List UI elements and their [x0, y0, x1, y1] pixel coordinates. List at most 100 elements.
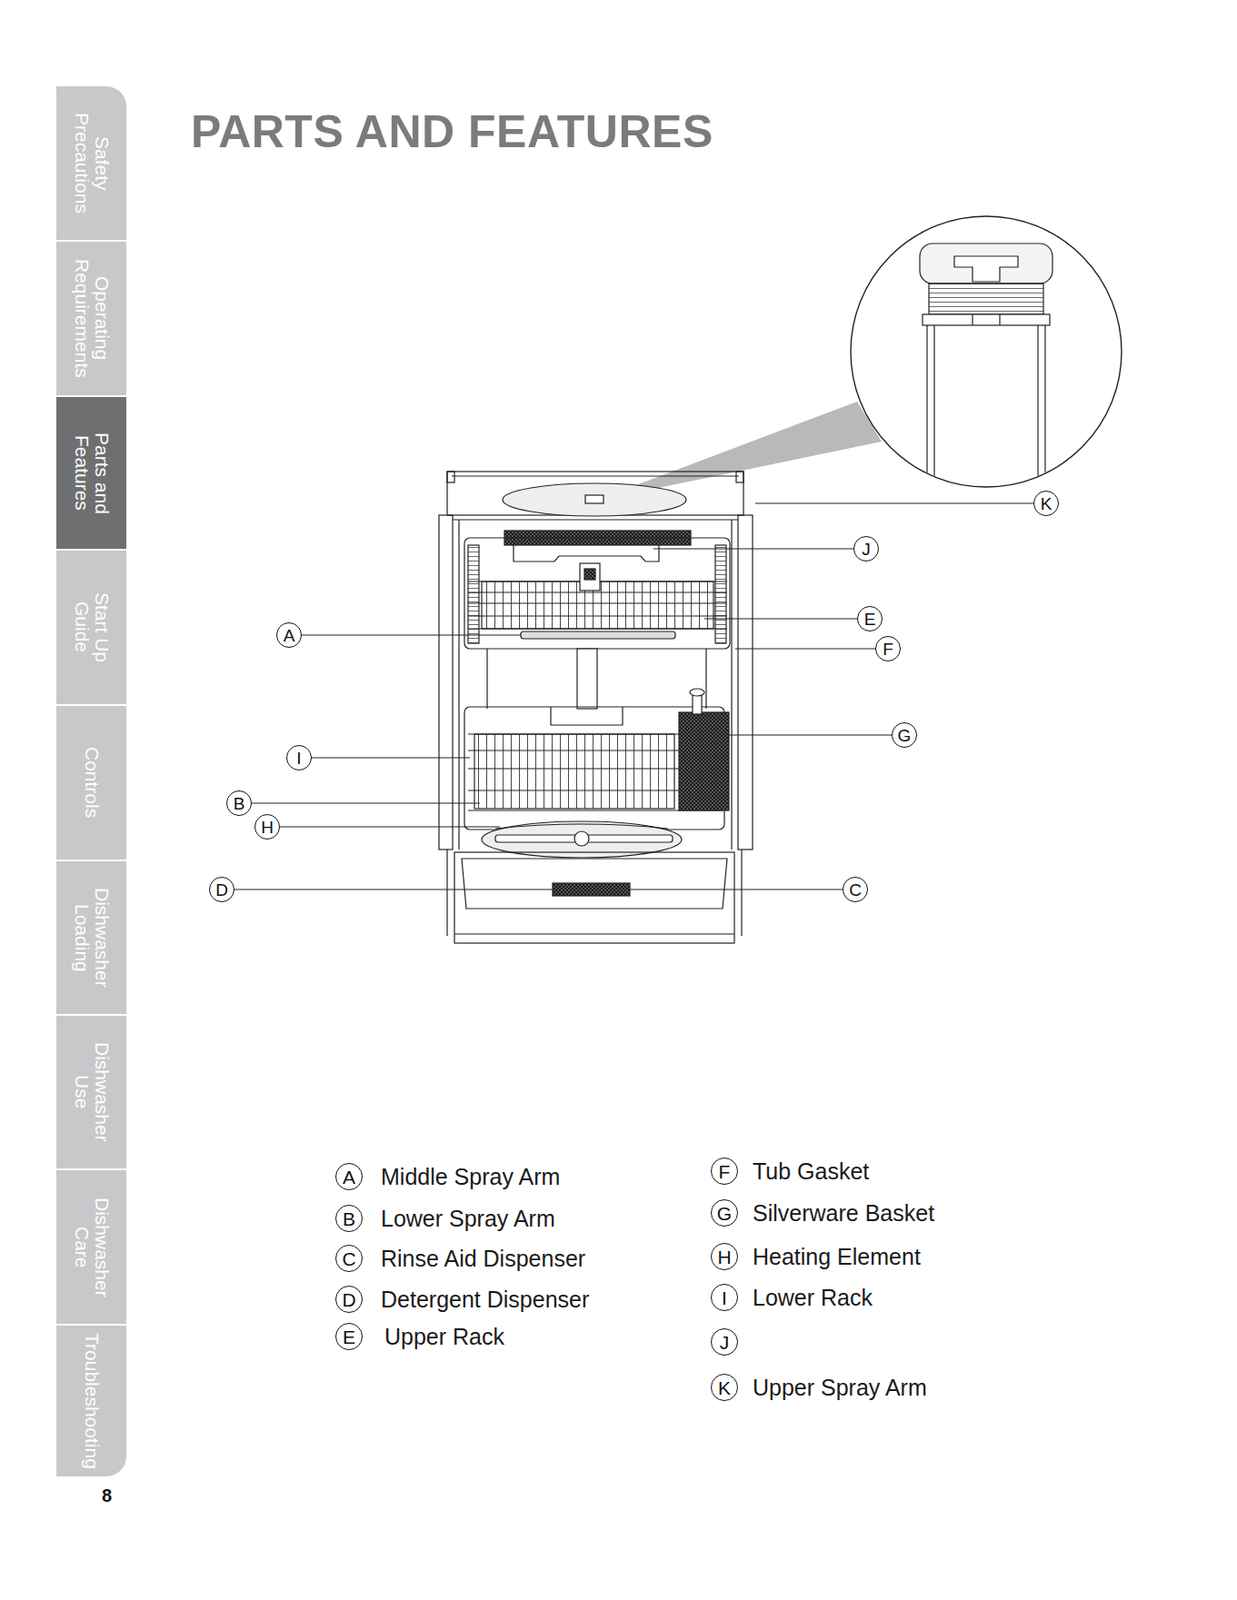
part-name: Tub Gasket: [752, 1157, 869, 1186]
callout-letter: D: [209, 877, 235, 903]
rack-post: [705, 648, 707, 709]
dispenser: [552, 883, 630, 897]
section-tab: Controls: [56, 706, 127, 860]
rail-line: [1044, 325, 1046, 491]
callout-letter: A: [276, 622, 302, 649]
page-number: 8: [101, 1482, 112, 1510]
section-tab: Parts and Features: [56, 397, 127, 549]
part-name: Lower Rack: [752, 1284, 873, 1312]
tab-label: Operating Requirements: [70, 255, 112, 383]
callout-letter-text: F: [718, 1162, 731, 1182]
tab-label: Troubleshooting: [80, 1333, 102, 1470]
callout-letter-text: F: [882, 640, 894, 659]
callout-letter: E: [857, 606, 883, 632]
callout-letter-text: E: [864, 610, 877, 629]
door-side: [740, 849, 742, 937]
tab-label: Start Up Guide: [70, 573, 112, 683]
silverware-basket: [678, 712, 729, 811]
section-tab: Troubleshooting: [56, 1326, 127, 1477]
leader-lines: [233, 503, 1034, 890]
middle-spray-arm: [520, 631, 676, 639]
legend-letter: I: [710, 1284, 739, 1312]
callout-letter: H: [254, 814, 280, 840]
tab-label: Dishwasher Care: [70, 1188, 112, 1307]
callout-letter-text: K: [718, 1378, 731, 1398]
legend-letter: B: [335, 1205, 363, 1233]
side-panel: [738, 515, 753, 850]
dishwasher-body: [438, 471, 753, 944]
rack-wire: [468, 628, 728, 629]
rack-wire: [468, 615, 728, 617]
part-name: Middle Spray Arm: [380, 1163, 560, 1191]
door: [454, 852, 735, 944]
legend-letter: A: [335, 1163, 363, 1191]
spray-arm-hub: [585, 495, 604, 504]
tub-wall: [730, 519, 732, 850]
callout-letter-text: B: [342, 1209, 356, 1229]
leader-line: [279, 826, 500, 828]
callout-letter-text: H: [260, 818, 274, 837]
callout-letter-text: J: [861, 540, 871, 559]
spray-arm-bar: [922, 314, 1050, 326]
door-trough: [461, 858, 728, 909]
door-edge: [454, 933, 735, 935]
part-name: Lower Spray Arm: [380, 1205, 556, 1233]
basket-cap: [689, 688, 705, 697]
part-name: Rinse Aid Dispenser: [380, 1245, 586, 1273]
callout-letter: K: [1033, 490, 1059, 517]
callout-letter: F: [875, 636, 901, 662]
legend-letter: E: [335, 1323, 363, 1351]
callout-letter-text: D: [341, 1290, 356, 1310]
tub-top: [452, 518, 739, 520]
callout-letter-text: C: [848, 881, 862, 899]
part-name: Heating Element: [752, 1243, 921, 1271]
rack-hub: [579, 563, 600, 591]
spray-arm-nozzle: [954, 256, 1018, 282]
legend-letter: G: [710, 1199, 739, 1228]
callout-letter-text: A: [342, 1167, 356, 1188]
upper-spray-arm: [502, 483, 687, 517]
callout-letter-text: B: [233, 795, 246, 813]
page-title: PARTS AND FEATURES: [190, 109, 714, 155]
leader-line: [735, 648, 877, 649]
top-notch: [736, 471, 744, 483]
rack-wire: [468, 602, 728, 604]
rack-hub-detail: [584, 568, 596, 580]
section-tab: Safety Precautions: [56, 86, 127, 240]
top-plate-edge: [451, 475, 739, 477]
top-plate: [447, 471, 744, 516]
legend-letter: H: [710, 1243, 739, 1271]
spray-arm-tick: [998, 314, 1000, 326]
spray-arm-head: [919, 243, 1053, 284]
callout-letter-text: I: [296, 749, 301, 768]
upper-rack: [464, 538, 730, 649]
leader-line: [233, 888, 592, 890]
tub-wall: [458, 519, 459, 850]
callout-letter-text: G: [897, 727, 912, 745]
legend-letter: C: [335, 1245, 363, 1273]
leader-line: [300, 634, 521, 636]
callout-letter-text: H: [717, 1247, 731, 1267]
callout-letter-text: E: [342, 1327, 356, 1347]
tab-label: Controls: [80, 747, 102, 819]
leader-line: [310, 757, 470, 759]
callout-letter: G: [891, 722, 918, 749]
callout-letter: C: [842, 877, 868, 903]
legend-letter: D: [335, 1286, 363, 1314]
callout-letter-text: J: [719, 1333, 730, 1353]
tab-label: Parts and Features: [70, 409, 112, 538]
section-tab: Operating Requirements: [56, 241, 127, 396]
spray-arm-tick: [971, 314, 973, 326]
leader-line: [612, 888, 844, 890]
legend-letter: J: [710, 1328, 739, 1357]
legend-letter: F: [710, 1157, 739, 1186]
legend-letter: K: [710, 1374, 739, 1402]
lower-rack-handle: [550, 707, 623, 726]
callout-letter-text: K: [1040, 495, 1053, 513]
rack-post: [486, 648, 488, 709]
door-side: [446, 849, 448, 937]
top-notch: [447, 471, 455, 483]
